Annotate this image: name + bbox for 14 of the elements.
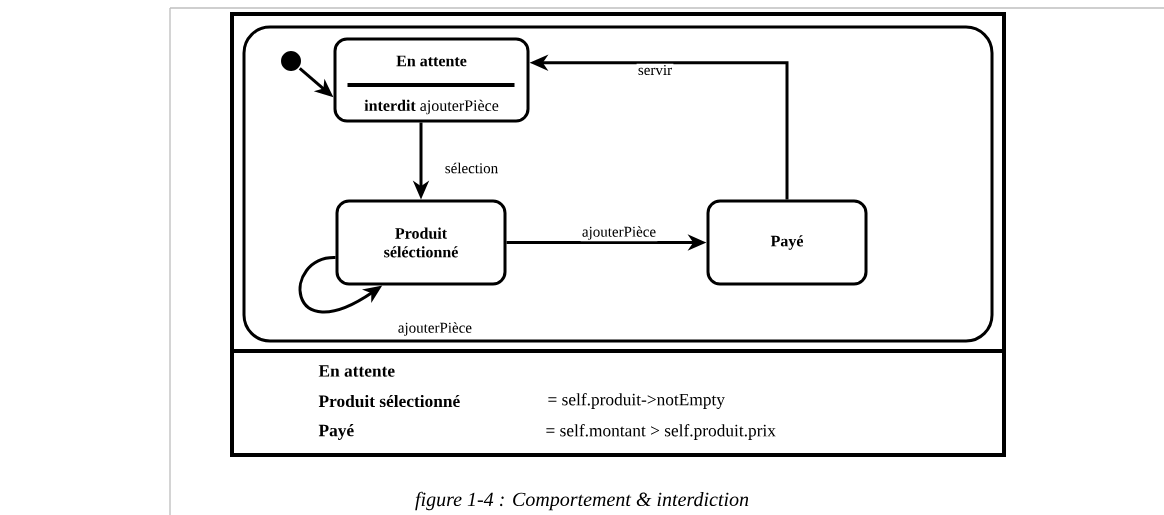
state-name: Payé xyxy=(318,424,354,440)
edge-label: ajouterPièce xyxy=(580,224,658,242)
state-name: En attente xyxy=(318,365,395,377)
initial-state-dot xyxy=(281,51,301,71)
invariant-text: = self.montant > self.produit.prix xyxy=(546,424,776,440)
edge-label: sélection xyxy=(443,161,500,175)
caption: figure 1-4 : Comportement & interdiction xyxy=(415,491,749,511)
state-name: Produit sélectionné xyxy=(318,394,460,408)
edge-label: ajouterPièce xyxy=(396,320,474,338)
superstate-box xyxy=(242,25,994,343)
invariant-text: = self.produit->notEmpty xyxy=(548,393,725,409)
state-box: Payé xyxy=(706,199,868,286)
state-box: En attente interdit ajouterPièce xyxy=(333,37,530,123)
state-box: Produit séléctionné xyxy=(335,199,507,286)
